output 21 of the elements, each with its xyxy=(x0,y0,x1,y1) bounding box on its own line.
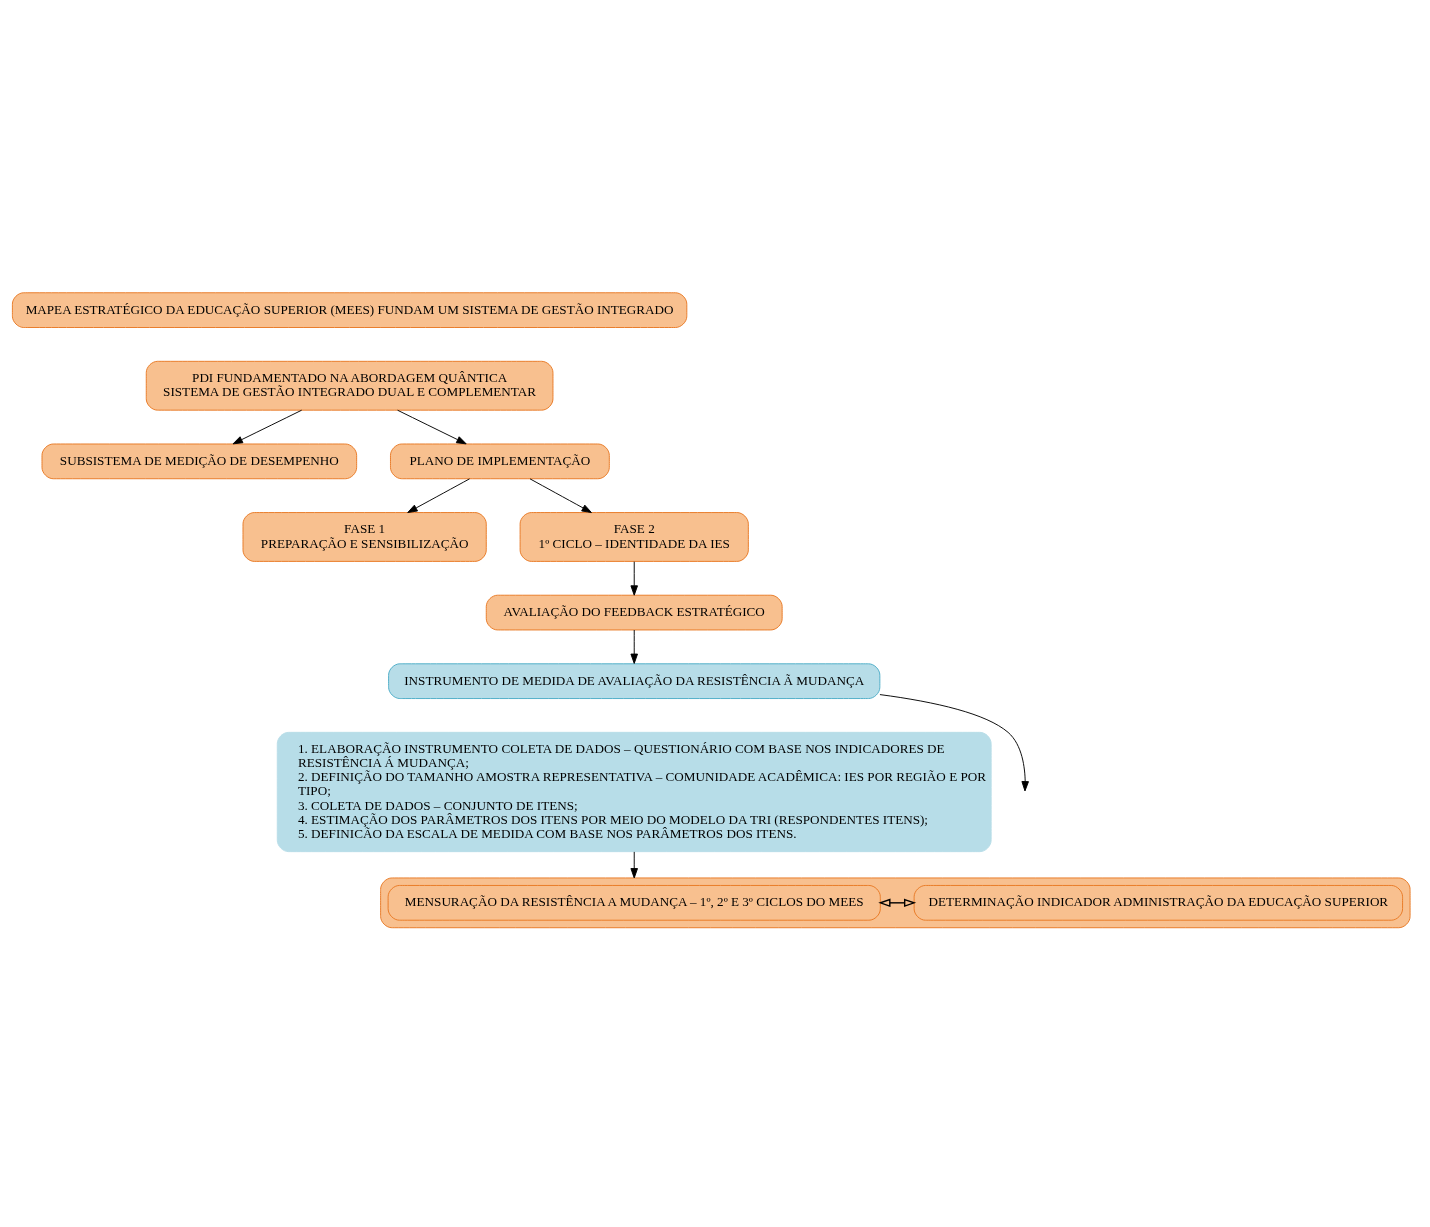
node-box: FASE 1 PREPARAÇÃO E SENSIBILIZAÇÃO xyxy=(242,511,487,562)
node-box: AVALIAÇÃO DO FEEDBACK ESTRATÉGICO xyxy=(485,594,783,630)
arrow xyxy=(879,693,1029,791)
node-box: SUBSISTEMA DE MEDIÇÃO DE DESEMPENHO xyxy=(41,443,358,479)
cluster xyxy=(380,877,1411,928)
node-box: MAPEA ESTRATÉGICO DA EDUCAÇÃO SUPERIOR (MEES) FUNDAM UM SISTEMA DE GESTÃO INTEGRADO xyxy=(11,291,688,328)
arrow xyxy=(407,477,470,513)
arrow xyxy=(878,898,917,907)
node-box: INSTRUMENTO DE MEDIDA DE AVALIAÇÃO DA RESISTÊNCIA Ã MUDANÇA xyxy=(388,662,881,699)
node-box: DETERMINAÇÃO INDICADOR ADMINISTRAÇÃO DA EDUCAÇÃO SUPERIOR xyxy=(913,884,1404,921)
node-box: MENSURAÇÃO DA RESISTÊNCIA A MUDANÇA – 1º, 2º E 3º CICLOS DO MEES xyxy=(387,884,881,921)
arrow xyxy=(232,409,303,444)
node-box: PLANO DE IMPLEMENTAÇÃO xyxy=(390,443,610,479)
arrow xyxy=(397,409,467,444)
arrow xyxy=(630,850,638,878)
node-box: 1. ELABORAÇÃO INSTRUMENTO COLETA DE DADOS – QUESTIONÁRIO COM BASE NOS INDICADORES DE RESISTÊNCIA Á MUDANÇA; 2. DEFINIÇÃO DO TAMANHO AMOSTRA REPRESENTATIVA – COMUNIDADE ACADÊMICA: IES POR REGIÃO E POR TIPO; 3. COLETA DE DADOS – CONJUNTO DE ITENS; 4. ESTIMAÇÃO DOS PARÂMETROS DOS ITENS POR MEIO DO MODELO DA TRI (RESPONDENTES ITENS); 5. DEFINICÃO DA ESCALA DE MEDIDA COM BASE NOS PARÂMETROS DOS ITENS. xyxy=(276,731,992,852)
node-box: PDI FUNDAMENTADO NA ABORDAGEM QUÂNTICA SISTEMA DE GESTÃO INTEGRADO DUAL E COMPLEMENTAR xyxy=(145,360,554,411)
arrow xyxy=(630,629,638,664)
node-box: FASE 2 1º CICLO – IDENTIDADE DA IES xyxy=(519,511,749,562)
arrow xyxy=(630,560,638,596)
arrow xyxy=(529,477,592,513)
